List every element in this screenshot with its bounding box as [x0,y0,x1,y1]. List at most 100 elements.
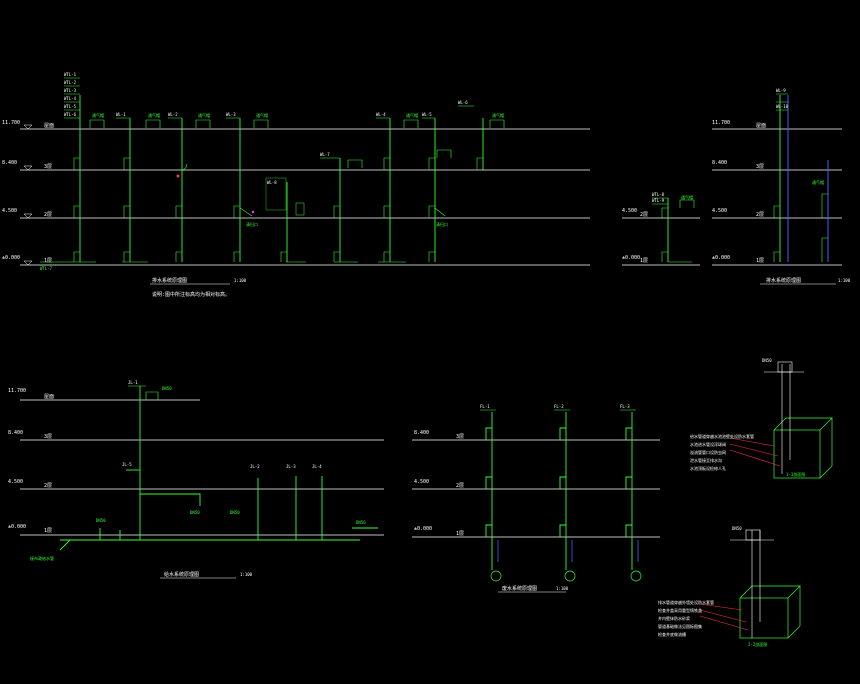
diagram-note: 说明:图中所注标高均为相对标高。 [152,291,230,298]
stack-tag: WTL-4 [64,96,77,101]
branch-fittings [73,157,483,262]
elev-label-roof: 11.700 [8,388,26,394]
elev-label-2f: 4.500 [414,479,429,485]
stack-tag: WL-10 [776,104,789,109]
riser-tag: WL-5 [422,112,432,117]
vent-cap-label: 通气帽 [406,112,418,118]
stack-tag: WTL-3 [64,88,77,93]
detail-note: 井内壁抹防水砂浆 [658,615,690,621]
vent-cap-label: 通气帽 [92,112,104,118]
elev-triangle [23,165,33,171]
waste-riser-tag: FL-2 [554,404,564,409]
detail-tag: DN50 [732,526,742,531]
detail-title: 2-2剖面图 [748,641,767,647]
floor-label-3f: 3层 [44,164,52,170]
supply-riser-tag: JL-1 [128,380,138,385]
elev-label-3f: 8.400 [414,430,429,436]
stack-tag-group: WTL-1 WTL-2 WTL-3 WTL-4 WTL-5 WTL-6 [64,72,80,119]
stack-tag: WTL-5 [64,104,77,109]
diagram-scale: 1:100 [234,278,247,283]
drainage-riser-diagram-2: 4.500 2层 ±0.000 1层 WTL-8 WTL-9 通气帽 11.70… [622,88,851,285]
vent-cap-label: 通气帽 [256,112,268,118]
vent-cap-label: 通气帽 [198,112,210,118]
riser-tag: WL-8 [267,180,277,185]
riser-tag: WL-4 [376,112,386,117]
elev-label-1f: ±0.000 [8,524,26,530]
floor-label-2f: 2层 [640,212,648,218]
riser-pipes [79,95,484,262]
valve-label: DN50 [230,510,240,515]
elev-label-3f: 8.400 [712,160,727,166]
waste-riser-tag: FL-1 [480,404,490,409]
red-marker [176,174,180,178]
floor-label-2f: 2层 [44,483,52,489]
diagram-title: 排水系统原理图 [766,277,801,284]
sump-symbol [630,570,642,582]
riser-tag: WL-3 [226,112,236,117]
cleanout-symbol [295,202,305,216]
tank-section-detail-1: DN50 给水管道穿越水池池壁处设防水套管 水池进水管设浮球阀 溢流管管口设防虫… [690,358,833,479]
elev-label-roof: 11.700 [2,120,20,126]
floor-label-1f: 1层 [44,258,52,264]
diagram-scale: 1:100 [556,586,569,591]
detail-note: 水池顶板设检修人孔 [690,465,726,471]
floor-label-roof: 屋面 [44,123,54,129]
valve-label: DN50 [356,520,366,525]
floor-label-1f: 1层 [640,258,648,264]
riser-tag: WL-6 [458,100,468,105]
detail-note: 水池进水管设浮球阀 [690,441,726,447]
branch-tag: JL-3 [286,464,296,469]
elev-label-1f: ±0.000 [2,255,20,261]
vent-cap-label: 通气帽 [681,194,693,200]
inlet-label: 接市政给水管 [30,555,54,561]
valve-label: DN50 [96,518,106,523]
elev-label-1f: ±0.000 [414,526,432,532]
stack-tag: WTL-9 [652,198,665,203]
floor-label-1f: 1层 [756,258,764,264]
cleanout-symbol [265,177,287,211]
drainage-riser-diagram-1: 11.700 屋面 8.400 3层 4.500 2层 ±0.000 1层 [2,72,590,298]
elev-label-2f: 4.500 [622,208,637,214]
riser-tags [116,105,474,159]
floor-label-roof: 屋面 [756,123,766,129]
elev-triangle [23,124,33,130]
waste-riser-tag: FL-3 [620,404,630,409]
floor-label-1f: 1层 [456,531,464,537]
cleanout-label: 清扫口 [246,221,258,227]
sump-symbol [564,570,576,582]
wastewater-riser-diagram: 8.400 3层 4.500 2层 ±0.000 1层 FL-1 FL-2 FL… [412,404,660,593]
branch-tag: JL-4 [312,464,322,469]
stack-tag: WL-9 [776,88,786,93]
sump-symbol [490,570,502,582]
valve-label: DN50 [190,510,200,515]
stack-tag: WTL-2 [64,80,77,85]
elev-triangle [23,213,33,219]
elev-label-3f: 8.400 [2,160,17,166]
floor-label-roof: 屋面 [44,394,54,400]
floor-label-3f: 3层 [756,164,764,170]
branch-tag: JL-5 [122,462,132,467]
stack-tag: WTL-6 [64,112,77,117]
stack-tag: WTL-8 [652,192,665,197]
magenta-marker [251,210,255,214]
elev-label-2f: 4.500 [712,208,727,214]
diagram-title: 废水系统原理图 [502,585,537,592]
floor-label-1f: 1层 [44,528,52,534]
elev-label-roof: 11.700 [712,120,730,126]
elev-label-2f: 4.500 [2,208,17,214]
detail-title: 1-1剖面图 [786,471,805,477]
riser-tag: WL-2 [168,112,178,117]
stack-tag: WTL-1 [64,72,77,77]
vent-caps [89,119,505,168]
water-supply-diagram: 11.700 屋面 8.400 3层 4.500 2层 ±0.000 1层 JL… [8,380,384,579]
riser-tag: WL-7 [320,152,330,157]
vent-cap-label: 通气帽 [492,112,504,118]
detail-note: 管道基础做法见国标图集 [658,623,702,629]
elev-label-1f: ±0.000 [622,255,640,261]
elev-label-2f: 4.500 [8,479,23,485]
riser-tag: WL-1 [116,112,126,117]
floor-label-2f: 2层 [44,212,52,218]
manhole-section-detail-2: DN50 排水管道穿越外墙处设防水套管 检查井盖采用重型铸铁盖 井内壁抹防水砂浆… [658,526,801,647]
elev-label-3f: 8.400 [8,430,23,436]
